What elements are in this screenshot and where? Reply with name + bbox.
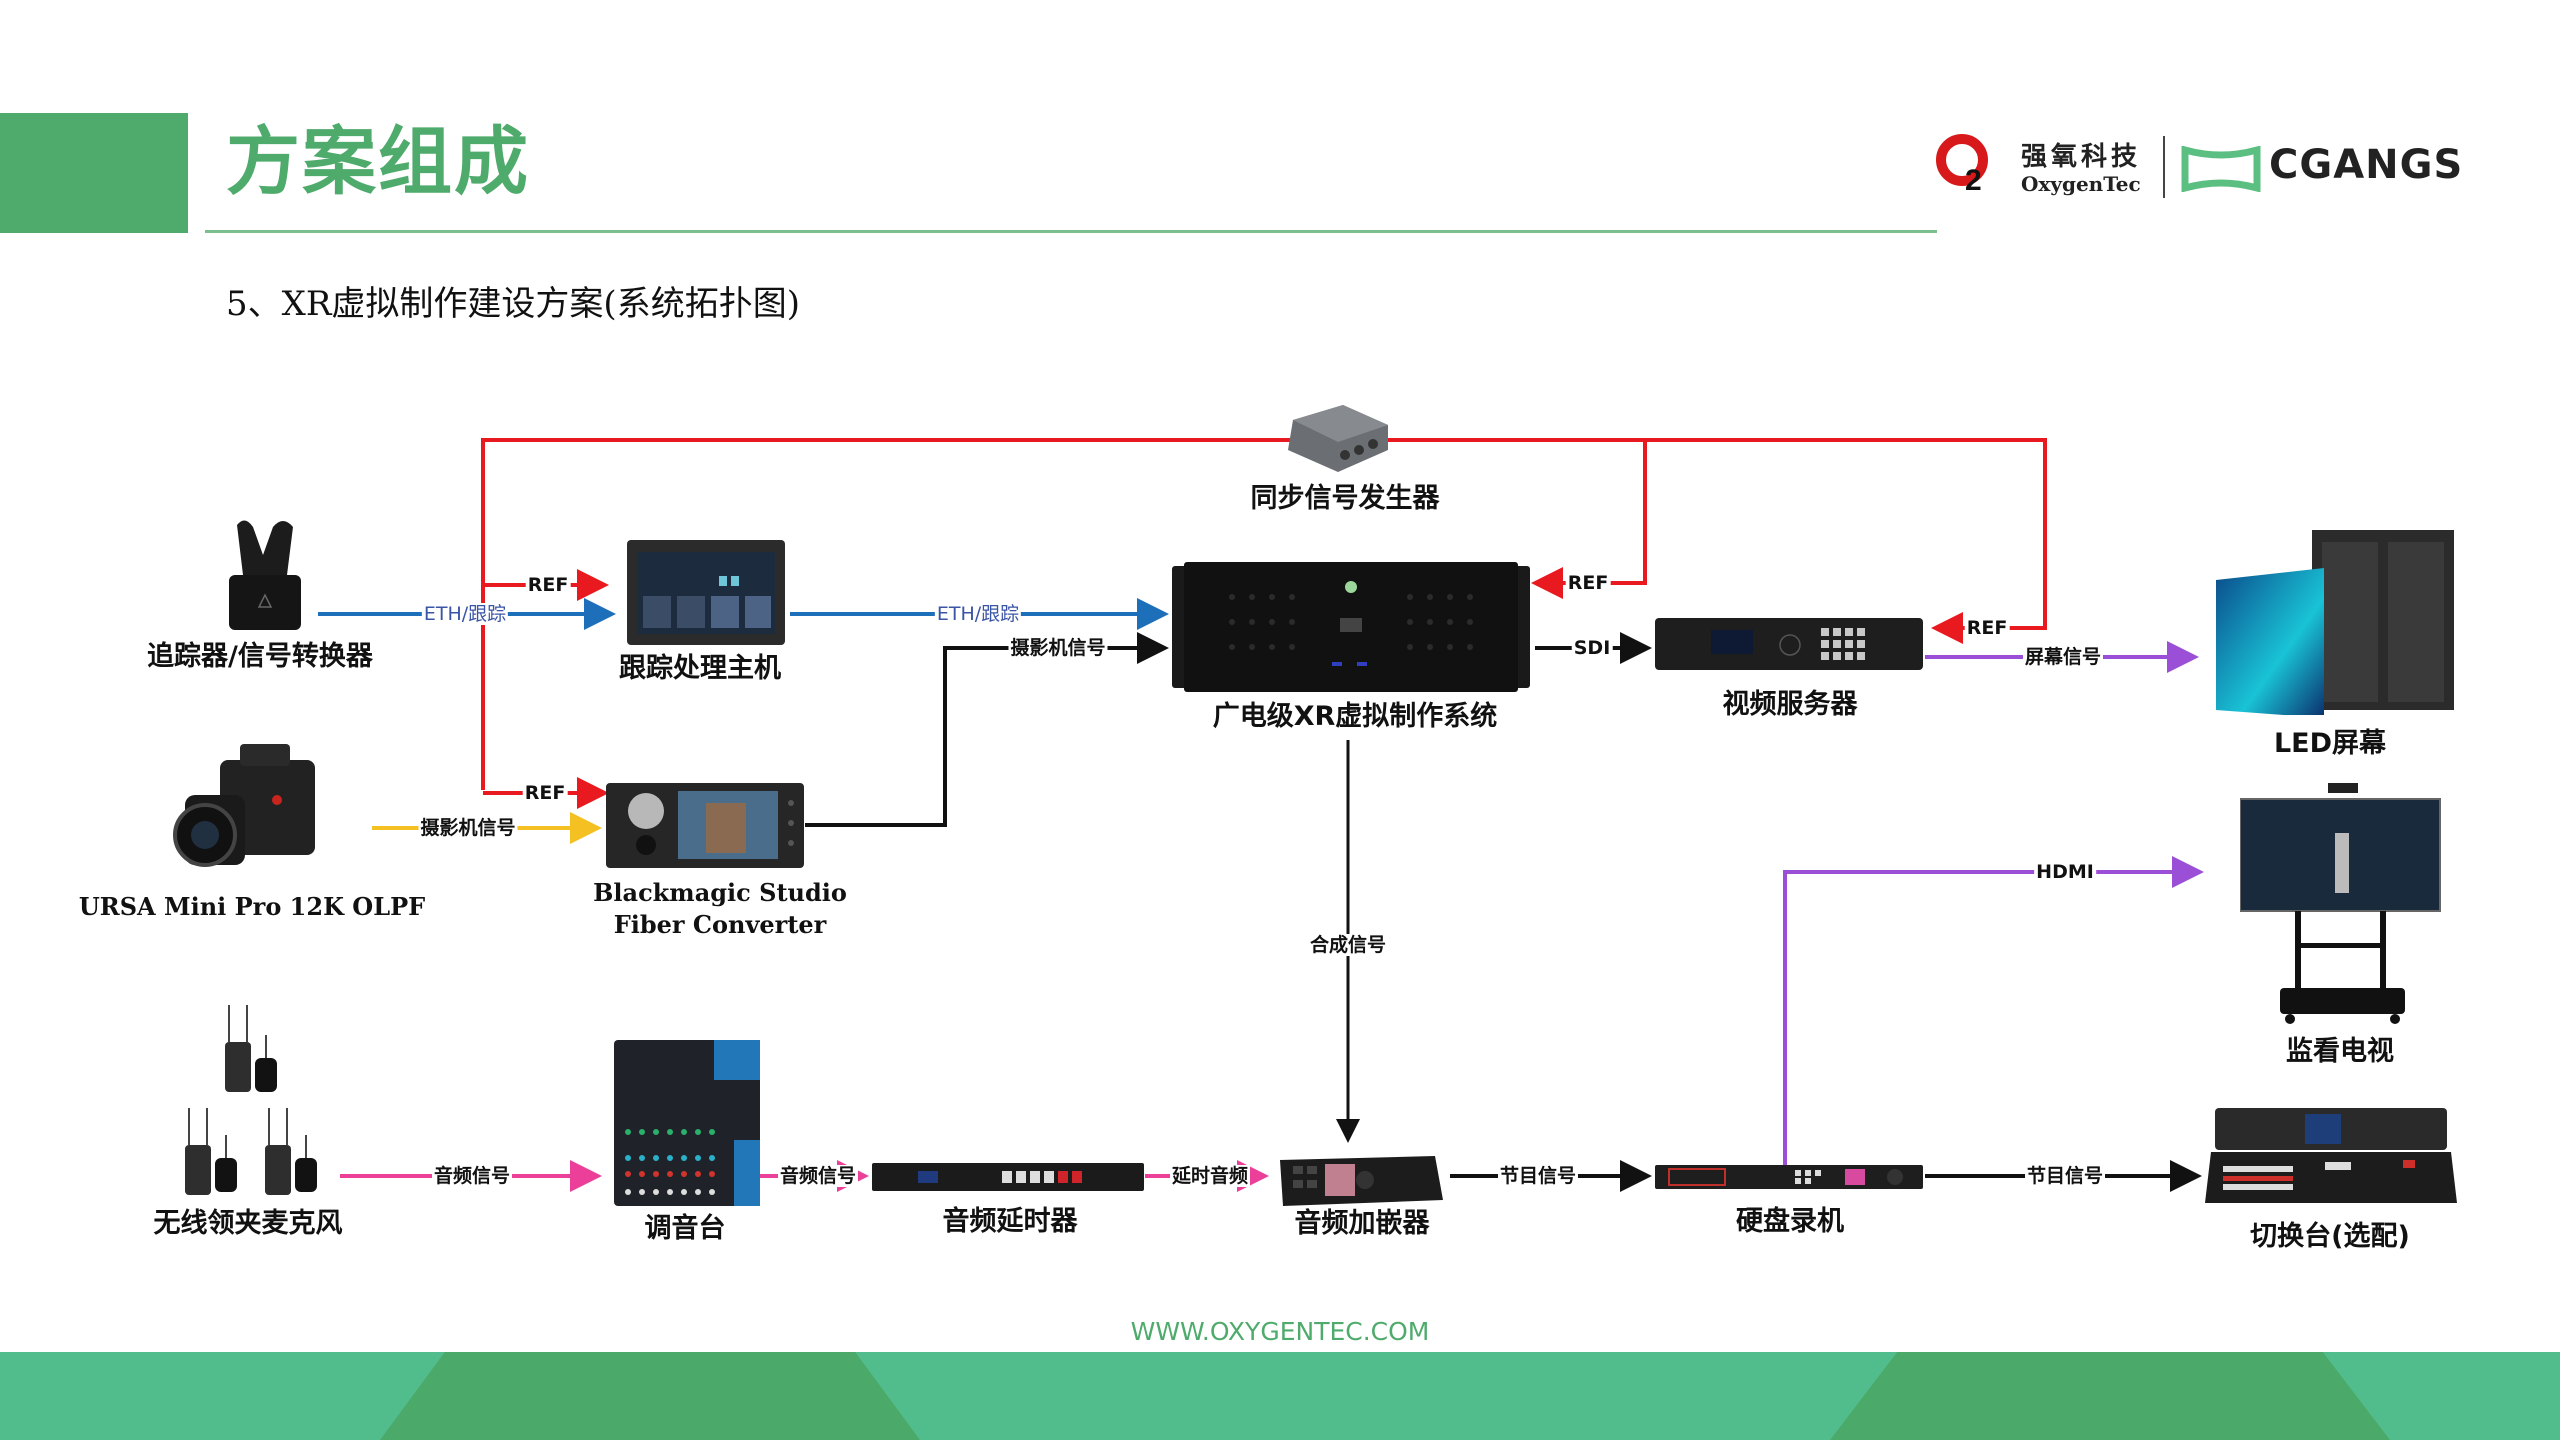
program-signal-label-recorder: 节目信号 xyxy=(2024,1165,2106,1187)
delayed-audio-label: 延时音频 xyxy=(1169,1165,1251,1187)
mixer-device-icon xyxy=(614,1040,760,1206)
video-server-label: 视频服务器 xyxy=(1722,689,1858,720)
switcher-device-icon xyxy=(2205,1108,2457,1203)
monitor-tv-device-icon xyxy=(2240,783,2441,1024)
led-screen-device-icon xyxy=(2216,530,2454,715)
footer-band xyxy=(0,1352,2560,1440)
section-subtitle: 5、XR虚拟制作建设方案(系统拓扑图) xyxy=(226,284,800,324)
xr-system-label: 广电级XR虚拟制作系统 xyxy=(1212,701,1498,732)
disk-recorder-label: 硬盘录机 xyxy=(1736,1206,1844,1237)
logo-partner-name: CGANGS xyxy=(2269,142,2464,188)
camera-signal-label: 摄影机信号 xyxy=(418,817,518,839)
footer-decoration-right xyxy=(1830,1352,2390,1440)
audio-delay-device-icon xyxy=(872,1163,1144,1191)
tracking-host-label: 跟踪处理主机 xyxy=(619,653,781,684)
audio-signal-label-mixer: 音频信号 xyxy=(777,1165,859,1187)
ref-label-xr: REF xyxy=(1565,572,1611,594)
eth-label-host: ETH/跟踪 xyxy=(934,603,1022,625)
switcher-label: 切换台(选配) xyxy=(2250,1221,2410,1252)
camera-device-icon xyxy=(173,744,315,867)
logo-english-name: OxygenTec xyxy=(2021,172,2141,196)
camera-label: URSA Mini Pro 12K OLPF xyxy=(78,892,426,921)
svg-text:2: 2 xyxy=(1965,164,1982,194)
eth-label-tracker: ETH/跟踪 xyxy=(421,603,509,625)
header-accent-block xyxy=(0,113,188,233)
company-logo: 2 强氧科技 OxygenTec CGANGS xyxy=(1935,128,2462,208)
sdi-label: SDI xyxy=(1571,637,1613,659)
logo-chinese-name: 强氧科技 xyxy=(2021,142,2142,172)
audio-embedder-label: 音频加嵌器 xyxy=(1294,1208,1430,1239)
hdmi-label: HDMI xyxy=(2034,861,2096,883)
disk-recorder-device-icon xyxy=(1655,1165,1923,1189)
logo-separator xyxy=(2163,136,2165,198)
ref-wire-xr xyxy=(1531,440,1647,599)
wireless-mic-device-icon xyxy=(185,1005,317,1195)
ref-label-video-server: REF xyxy=(1964,617,2010,639)
xr-system-device-icon xyxy=(1172,562,1530,692)
footer-url: WWW.OXYGENTEC.COM xyxy=(1130,1317,1430,1346)
audio-embedder-device-icon xyxy=(1280,1156,1443,1206)
o2-logo-icon: 2 xyxy=(1936,134,1988,194)
camera-signal-label-xr: 摄影机信号 xyxy=(1008,637,1108,659)
tracking-host-device-icon xyxy=(627,540,785,645)
video-server-device-icon xyxy=(1655,618,1923,670)
led-screen-label: LED屏幕 xyxy=(2273,728,2387,759)
wireless-mic-label: 无线领夹麦克风 xyxy=(153,1208,343,1239)
composite-signal-label: 合成信号 xyxy=(1307,934,1389,956)
hdmi-wire xyxy=(1783,856,2204,1170)
footer-decoration-left xyxy=(380,1352,920,1440)
program-signal-label-embedder: 节目信号 xyxy=(1497,1165,1579,1187)
fiber-converter-device-icon xyxy=(606,783,804,868)
ref-label-tracking-host: REF xyxy=(525,574,571,596)
fiber-converter-label-1: Blackmagic Studio xyxy=(593,878,847,907)
page-title: 方案组成 xyxy=(226,119,530,205)
mixer-label: 调音台 xyxy=(644,1213,726,1244)
audio-delay-label: 音频延时器 xyxy=(942,1206,1078,1237)
ref-label-fiber: REF xyxy=(522,782,568,804)
screen-signal-label: 屏幕信号 xyxy=(2022,646,2104,668)
audio-signal-label-mic: 音频信号 xyxy=(431,1165,513,1187)
sync-generator-device-icon xyxy=(1288,405,1388,472)
sync-generator-label: 同步信号发生器 xyxy=(1250,483,1440,514)
tracker-label: 追踪器/信号转换器 xyxy=(147,641,373,672)
header-divider xyxy=(205,230,1937,233)
cgangs-mark-icon xyxy=(2181,146,2261,192)
fiber-to-xr-wire xyxy=(805,632,1169,827)
tracker-device-icon xyxy=(229,520,301,630)
fiber-converter-label-2: Fiber Converter xyxy=(613,910,827,939)
monitor-tv-label: 监看电视 xyxy=(2286,1036,2394,1067)
